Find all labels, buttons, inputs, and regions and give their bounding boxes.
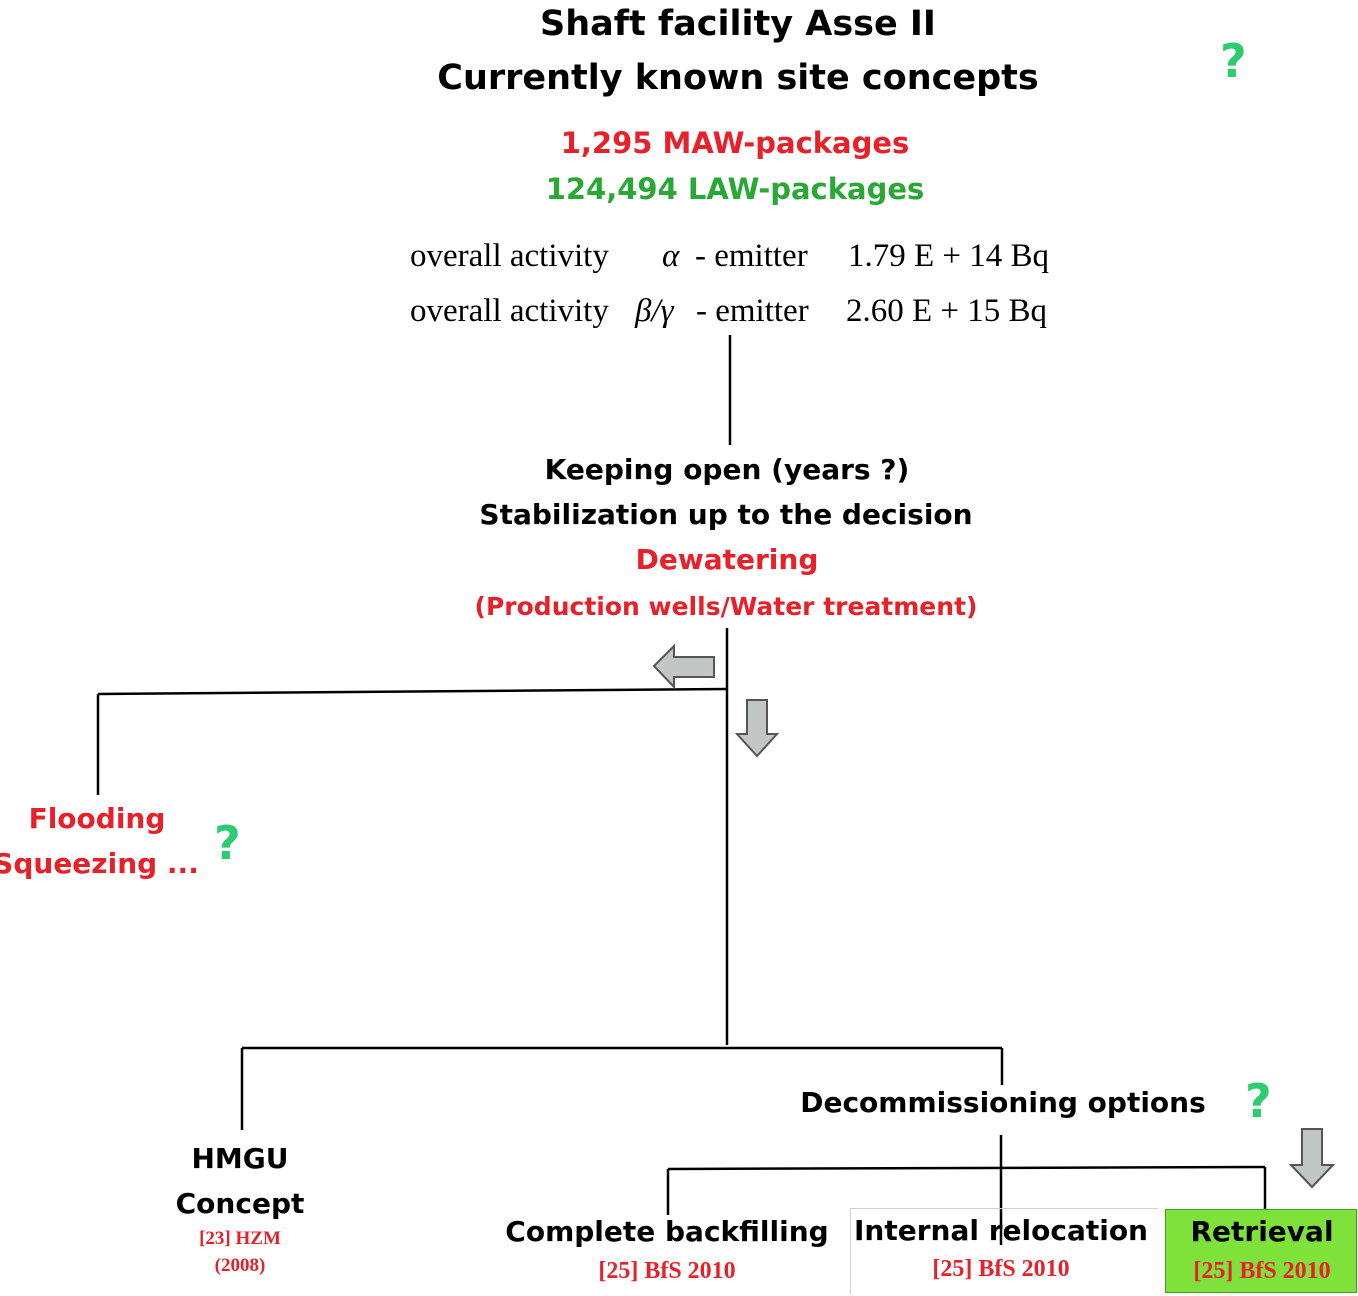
alpha-emitter-label: - emitter: [695, 238, 808, 274]
beta-gamma-symbol: β/γ: [635, 293, 674, 329]
internal-relocation-box: [850, 1208, 1158, 1294]
flooding-label: Flooding: [28, 802, 166, 835]
question-mark-flooding: ?: [214, 816, 241, 870]
title-line-1: Shaft facility Asse II: [540, 4, 936, 44]
dewatering-label: Dewatering: [635, 543, 819, 576]
retrieval-box: [1165, 1209, 1357, 1293]
hmgu-reference-year: (2008): [214, 1255, 266, 1276]
concept-label: Concept: [175, 1187, 305, 1220]
beta-gamma-activity-label: overall activity: [410, 293, 609, 329]
hmgu-reference: [23] HZM: [199, 1228, 281, 1249]
arrow-down-icon: [1288, 1128, 1336, 1189]
stabilization-label: Stabilization up to the decision: [479, 498, 973, 531]
complete-backfilling-label: Complete backfilling: [505, 1215, 829, 1248]
keeping-open-label: Keeping open (years ?): [544, 453, 910, 486]
alpha-activity-value: 1.79 E + 14 Bq: [848, 238, 1050, 274]
alpha-activity-label: overall activity: [410, 238, 609, 274]
law-packages: 124,494 LAW-packages: [545, 172, 925, 206]
production-wells-label: (Production wells/Water treatment): [474, 592, 978, 621]
decommissioning-options-label: Decommissioning options: [800, 1086, 1206, 1119]
arrow-left-icon: [652, 644, 715, 690]
internal-relocation-reference: [25] BfS 2010: [932, 1256, 1070, 1282]
internal-relocation-label: Internal relocation: [854, 1214, 1148, 1247]
beta-gamma-activity-value: 2.60 E + 15 Bq: [846, 293, 1048, 329]
retrieval-reference: [25] BfS 2010: [1193, 1258, 1331, 1284]
question-mark-decommissioning: ?: [1245, 1074, 1272, 1128]
question-mark-top: ?: [1220, 34, 1247, 88]
complete-backfilling-reference: [25] BfS 2010: [598, 1258, 736, 1284]
retrieval-label: Retrieval: [1190, 1215, 1334, 1248]
maw-packages: 1,295 MAW-packages: [560, 126, 910, 160]
squeezing-label: Squeezing ...: [0, 847, 199, 880]
hmgu-label: HMGU: [191, 1142, 289, 1175]
alpha-symbol: α: [662, 238, 680, 274]
title-line-2: Currently known site concepts: [437, 58, 1039, 98]
arrow-down-icon: [734, 699, 780, 758]
beta-gamma-emitter-label: - emitter: [696, 293, 809, 329]
